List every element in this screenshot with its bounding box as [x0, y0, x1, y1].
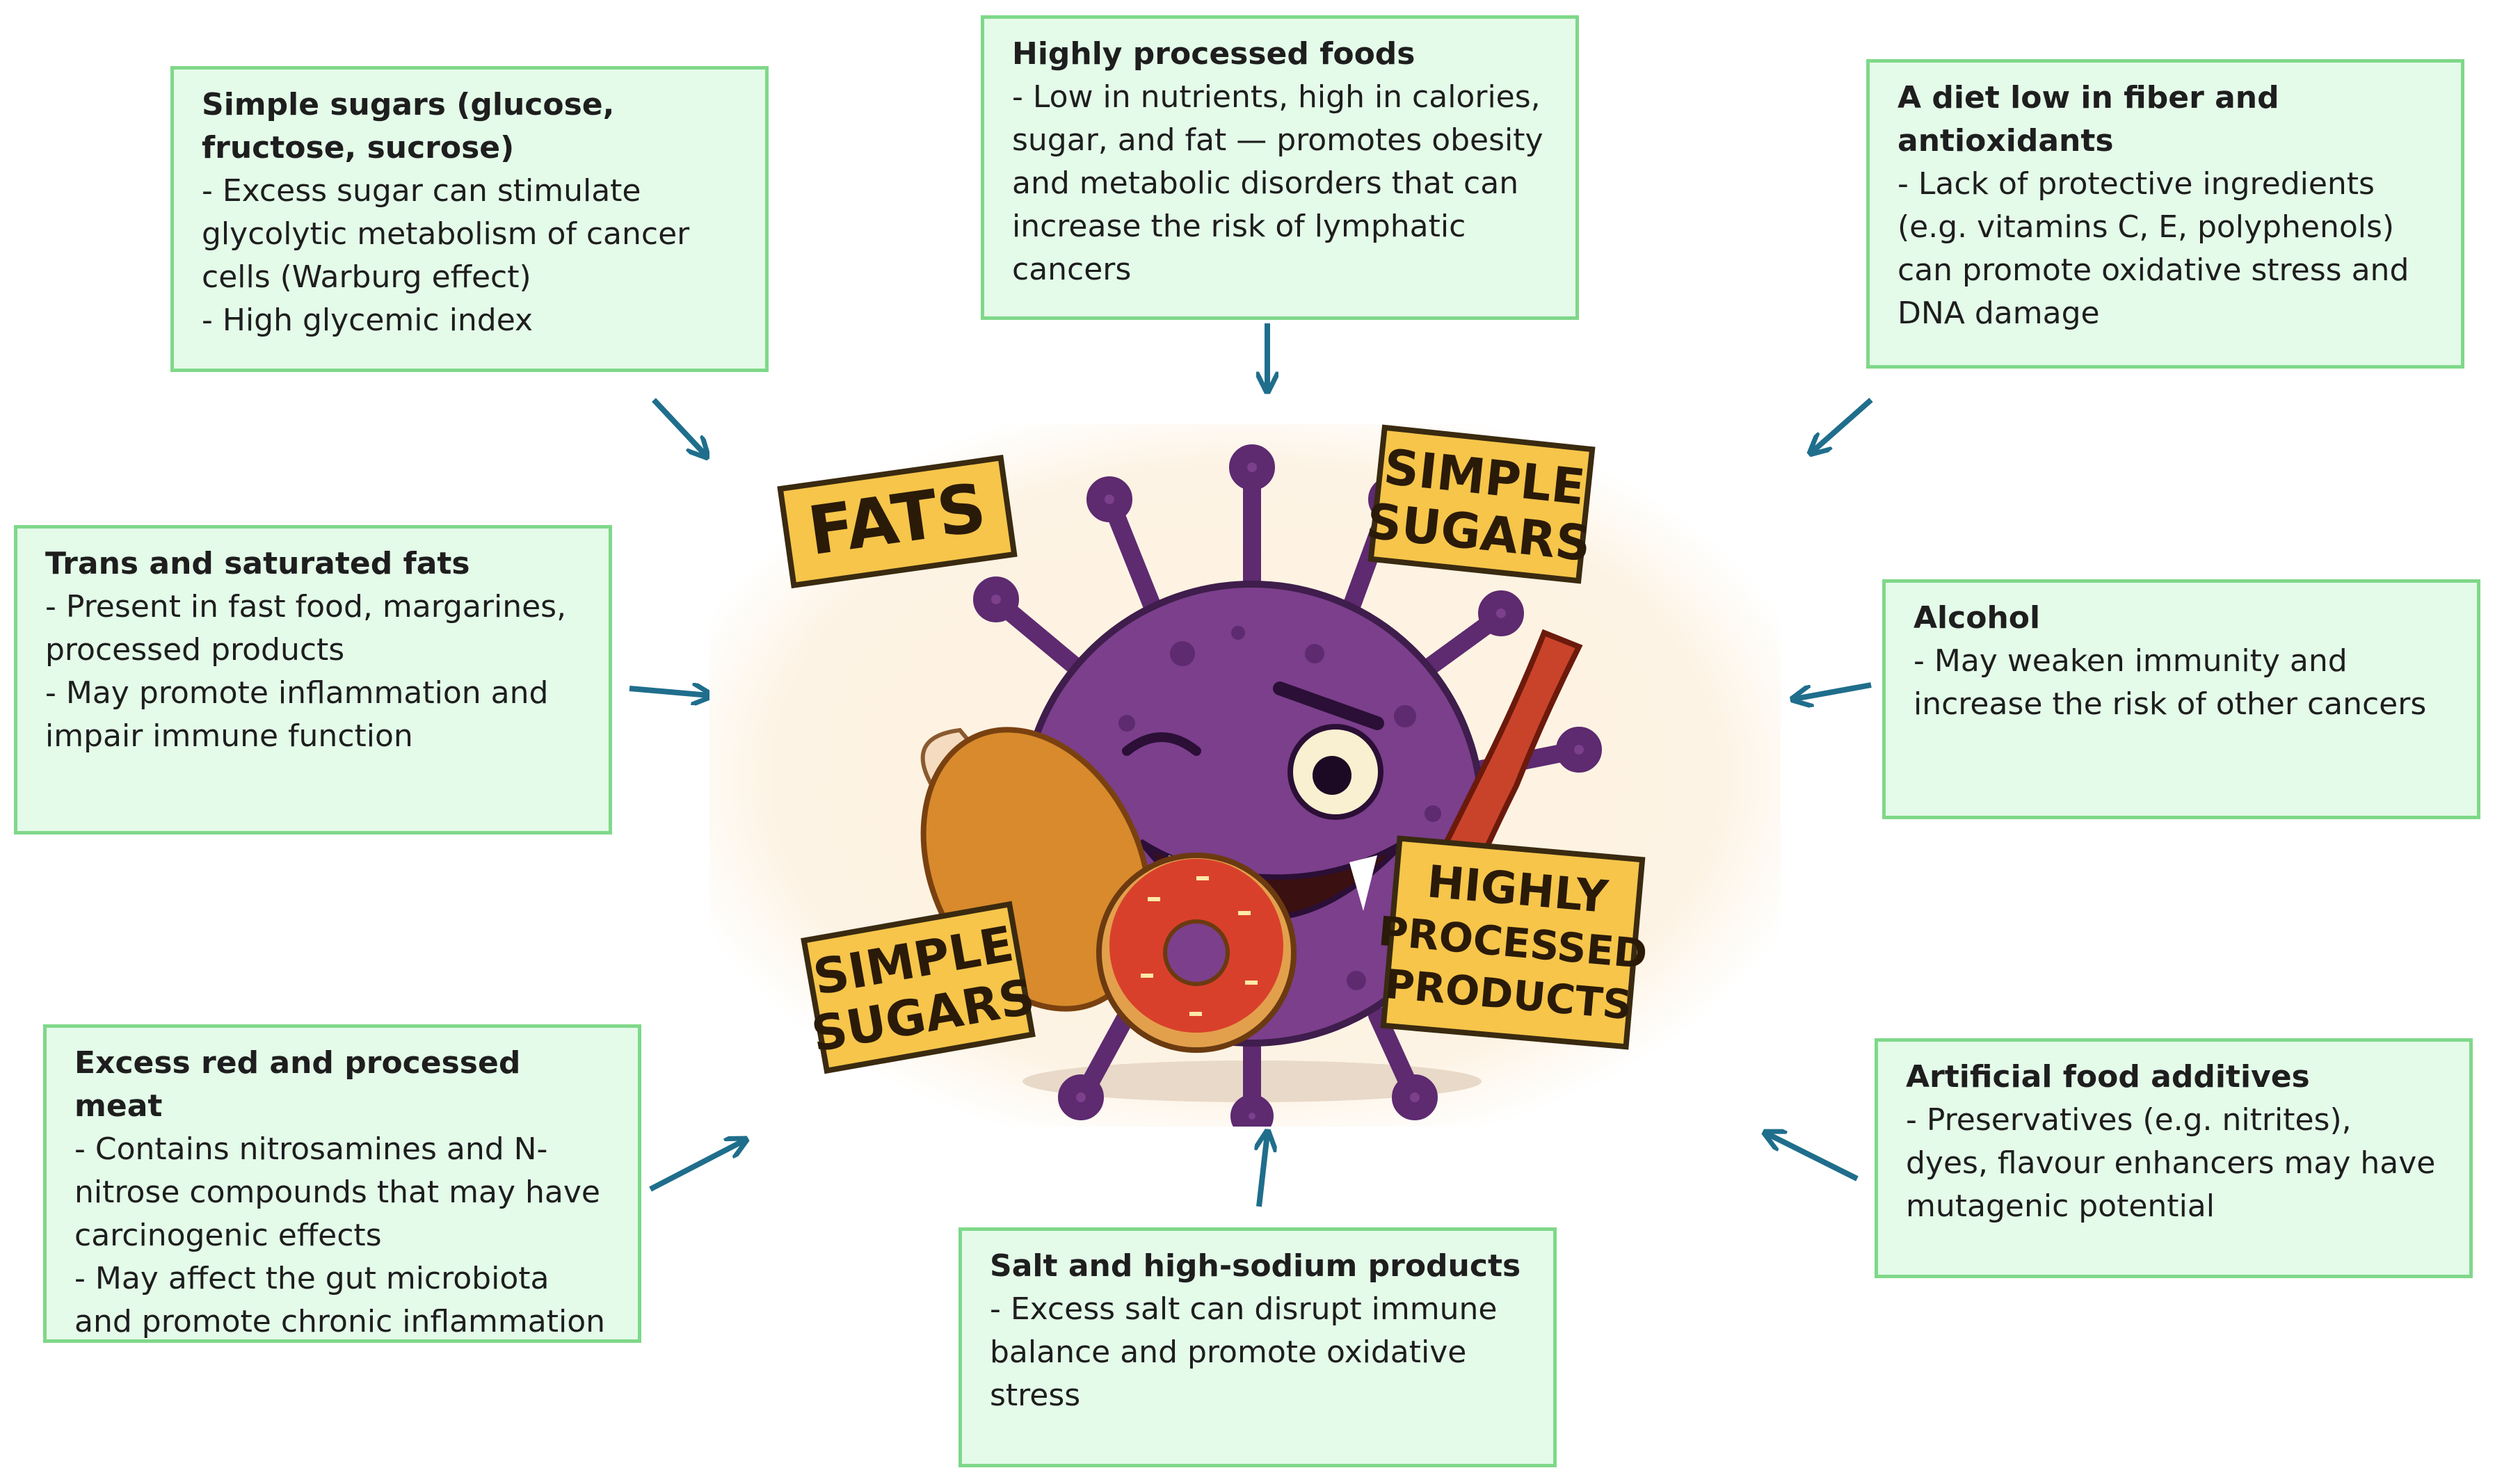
sign-simple-sugars-top: SIMPLE SUGARS: [1364, 424, 1596, 584]
arrow-simple-sugars: [652, 398, 706, 455]
sign-fats: FATS: [777, 454, 1018, 589]
sign-processed-products: HIGHLY PROCESSED PRODUCTS: [1377, 835, 1649, 1050]
arrow-fiber: [1812, 398, 1873, 452]
box-line: - Contains nitrosamines and N-nitrose co…: [74, 1131, 600, 1253]
box-simple-sugars: Simple sugars (glucose, fructose, sucros…: [170, 66, 769, 372]
box-title: Trans and saturated fats: [45, 546, 470, 581]
box-red-meat: Excess red and processed meat - Contains…: [43, 1024, 641, 1343]
virus-pupil: [1313, 756, 1351, 795]
box-title: Artificial food additives: [1906, 1059, 2310, 1095]
box-line: - May promote inflammation and impair im…: [45, 675, 549, 754]
box-title: Excess red and processed meat: [74, 1045, 521, 1124]
virus-eyebrow: [1273, 681, 1384, 730]
virus-winking-eye: [1122, 732, 1201, 756]
arrow-additives: [1767, 1134, 1859, 1181]
box-title: A diet low in fiber and antioxidants: [1898, 80, 2279, 159]
box-fats: Trans and saturated fats - Present in fa…: [14, 525, 612, 834]
arrow-alcohol: [1795, 682, 1872, 699]
box-salt: Salt and high-sodium products - Excess s…: [958, 1227, 1557, 1467]
box-alcohol: Alcohol - May weaken immunity and increa…: [1882, 579, 2480, 819]
box-line: - Preservatives (e.g. nitrites), dyes, f…: [1906, 1102, 2436, 1224]
box-additives: Artificial food additives - Preservative…: [1875, 1038, 2473, 1278]
arrow-fats: [629, 688, 709, 695]
box-line: - High glycemic index: [202, 303, 534, 338]
arrow-salt: [1259, 1134, 1267, 1207]
box-title: Simple sugars (glucose, fructose, sucros…: [202, 87, 615, 166]
box-title: Salt and high-sodium products: [990, 1248, 1521, 1284]
box-line: - May affect the gut microbiota and prom…: [74, 1261, 605, 1339]
cancer-cell-illustration: FATS SIMPLE SUGARS SIMPLE SUGARS HIGHLY …: [709, 424, 1781, 1127]
box-processed-foods: Highly processed foods - Low in nutrient…: [981, 15, 1579, 320]
box-line: - Excess sugar can stimulate glycolytic …: [202, 173, 690, 295]
box-line: - Excess salt can disrupt immune balance…: [990, 1291, 1498, 1413]
donut: [1096, 853, 1297, 1053]
box-title: Highly processed foods: [1012, 36, 1415, 72]
box-fiber: A diet low in fiber and antioxidants - L…: [1866, 59, 2464, 369]
box-line: - Low in nutrients, high in calories, su…: [1012, 79, 1543, 287]
box-line: - May weaken immunity and increase the r…: [1914, 643, 2427, 722]
box-title: Alcohol: [1914, 600, 2041, 636]
arrow-red-meat: [649, 1140, 744, 1192]
box-line: - Lack of protective ingredients (e.g. v…: [1898, 166, 2409, 331]
box-line: - Present in fast food, margarines, proc…: [45, 589, 567, 668]
